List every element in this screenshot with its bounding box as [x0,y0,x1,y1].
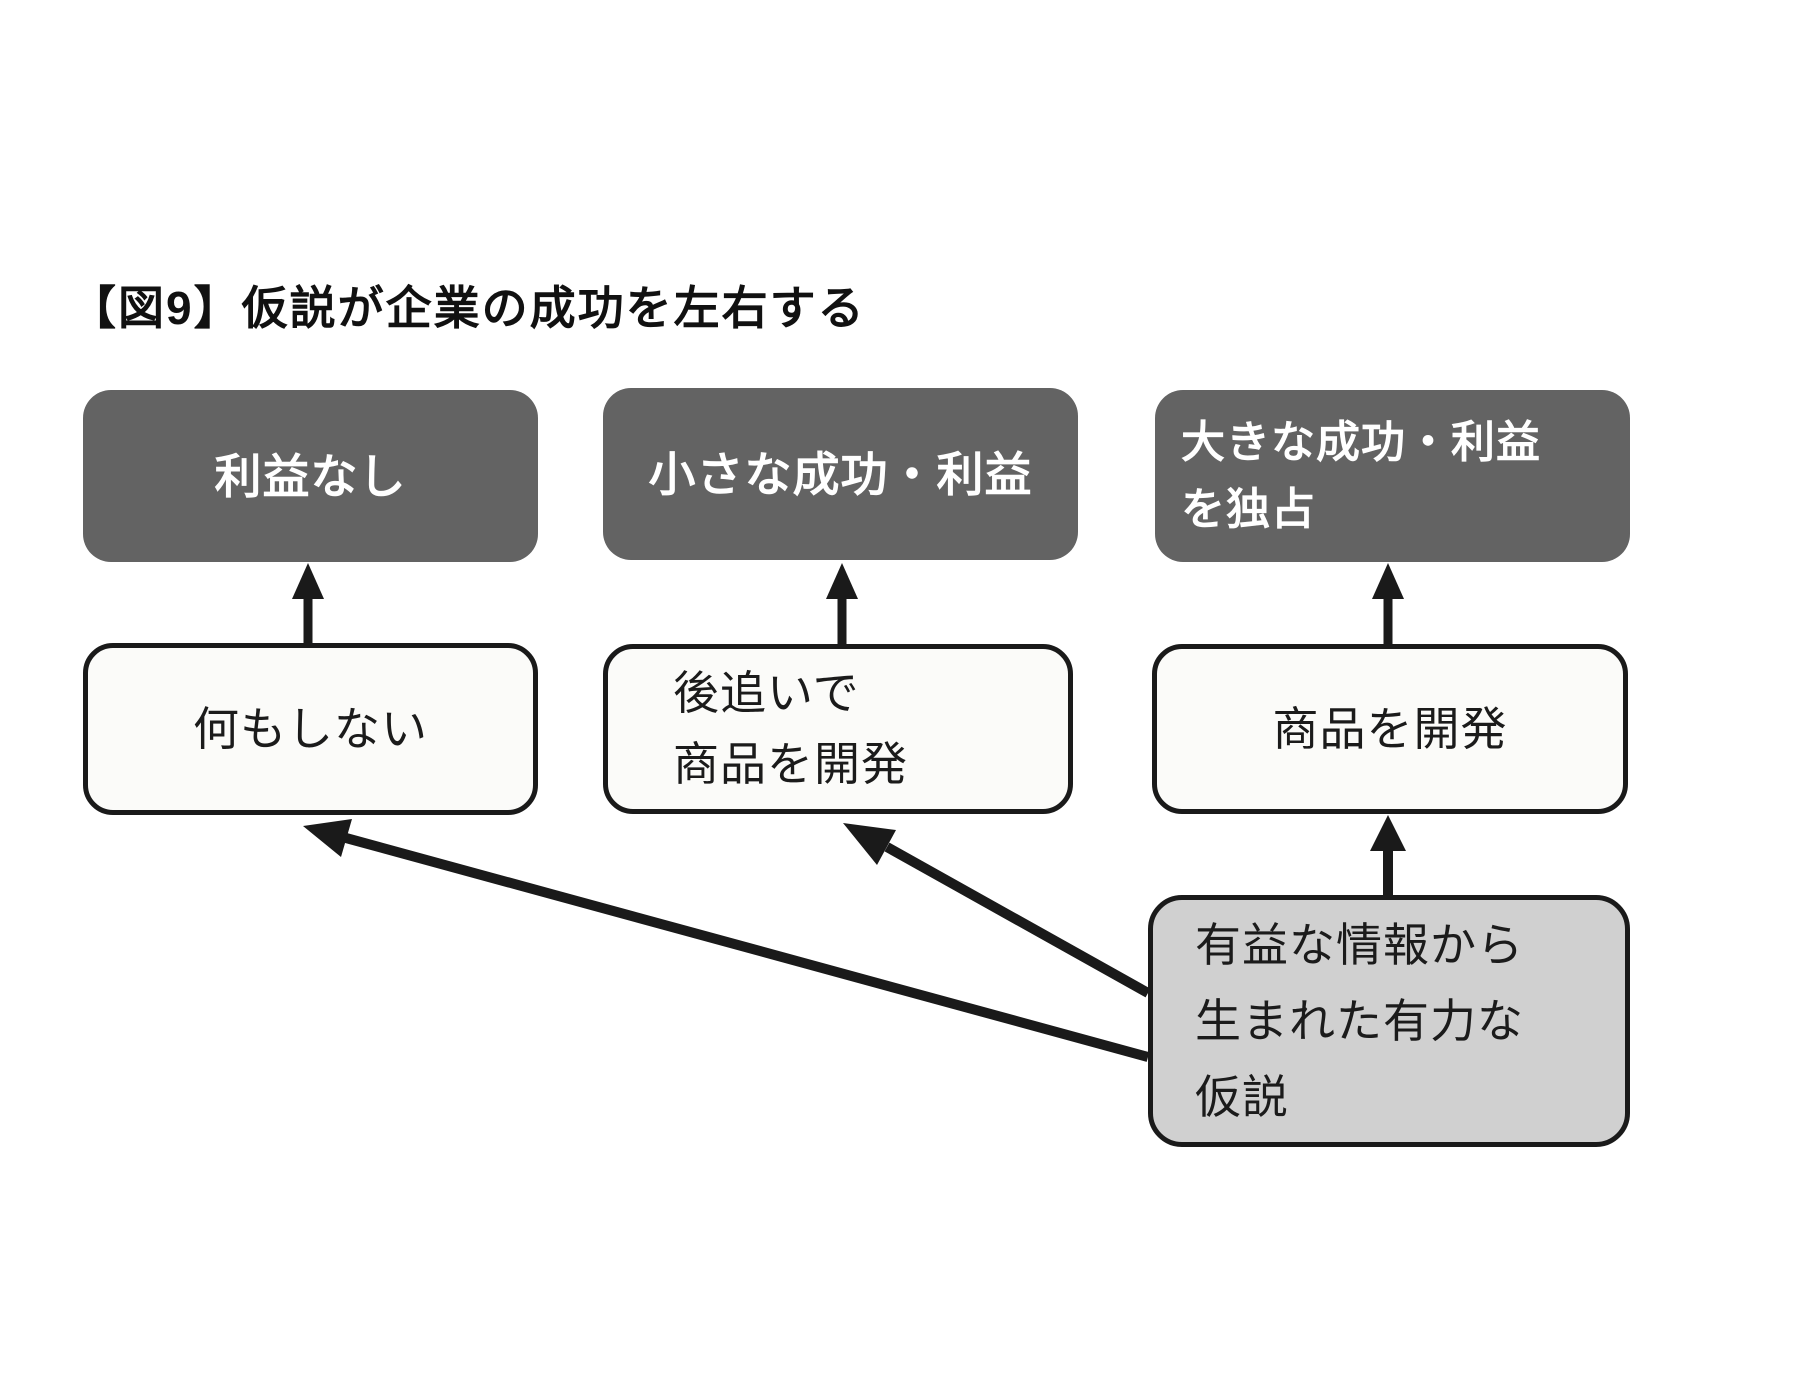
hypothesis-box: 有益な情報から 生まれた有力な 仮説 [1148,895,1630,1147]
hypothesis-label-line-2: 生まれた有力な [1195,995,1524,1047]
action-label-line-1: 後追いで [673,667,860,719]
outcome-label-line-1: 大きな成功・利益 [1181,418,1541,467]
outcome-label: 利益なし [214,449,407,503]
outcome-box-small-success: 小さな成功・利益 [603,388,1078,560]
figure-title: 【図9】仮説が企業の成功を左右する [70,282,866,334]
outcome-label: 小さな成功・利益 [648,447,1033,501]
arrow-hypothesis-to-follow-up [843,823,1151,998]
action-box-follow-up: 後追いで 商品を開発 [603,644,1073,814]
action-label-line-2: 商品を開発 [673,738,908,790]
outcome-box-no-profit: 利益なし [83,390,538,562]
outcome-label-line-2: を独占 [1181,485,1316,534]
arrow-follow-up-to-small-success [826,563,858,648]
hypothesis-label-line-3: 仮説 [1195,1071,1289,1123]
action-box-do-nothing: 何もしない [83,643,538,815]
arrow-hypothesis-to-do-nothing [303,819,1150,1062]
arrow-do-nothing-to-no-profit [292,563,324,648]
hypothesis-label-line-1: 有益な情報から [1195,919,1524,971]
action-label: 何もしない [193,702,428,755]
outcome-box-big-success: 大きな成功・利益 を独占 [1155,390,1630,562]
arrow-hypothesis-to-develop [1370,815,1406,897]
action-label: 商品を開発 [1272,702,1508,755]
arrow-develop-to-big-success [1372,563,1404,648]
action-box-develop-product: 商品を開発 [1152,644,1628,814]
